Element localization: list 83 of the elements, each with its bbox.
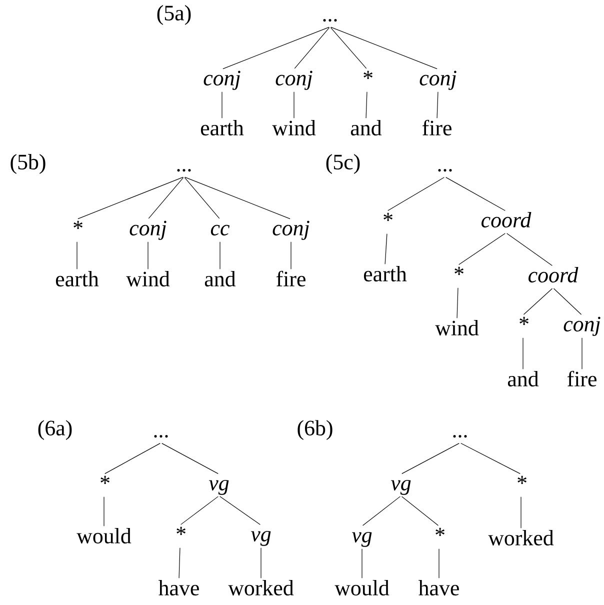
category-label: conj <box>276 70 312 90</box>
category-label: vg <box>250 530 271 546</box>
word: wind <box>435 320 479 336</box>
tree-branch <box>78 176 184 220</box>
example-number: (6a) <box>38 420 72 440</box>
word: wind <box>126 271 170 286</box>
tree-branch <box>294 27 330 69</box>
category-label: vg <box>390 480 411 495</box>
word: earth <box>364 266 407 282</box>
category-label: coord <box>528 267 578 282</box>
tree-branch <box>366 92 368 118</box>
category-label: conj <box>564 316 600 336</box>
category-label: * <box>518 476 526 484</box>
tree-branch <box>553 288 582 315</box>
tree-branch <box>180 496 218 525</box>
word: wind <box>272 120 316 136</box>
tree-branch <box>148 177 184 219</box>
example-number: (5a) <box>157 5 191 25</box>
tree-branch <box>184 177 220 219</box>
category-label: * <box>176 526 186 535</box>
category-label: conj <box>204 70 240 90</box>
category-label: conj <box>130 220 166 240</box>
tree-branch <box>384 234 388 264</box>
tree-branch <box>260 548 262 578</box>
tree-branch <box>362 496 401 526</box>
example-number: (5b) <box>10 154 46 174</box>
word: would <box>76 528 132 544</box>
tree-branch <box>388 177 444 211</box>
tree-branch <box>220 496 260 525</box>
category-label: * <box>454 266 464 275</box>
tree-branch <box>402 443 460 474</box>
category-label: * <box>384 212 392 221</box>
word: have <box>158 580 199 596</box>
root-label: ... <box>323 18 337 22</box>
word: fire <box>567 370 596 386</box>
category-label: * <box>364 70 372 79</box>
tree-branch <box>438 548 440 578</box>
word: and <box>350 120 382 136</box>
word: and <box>204 271 236 286</box>
word: and <box>508 371 539 386</box>
tree-branch <box>522 338 524 370</box>
tree-branch <box>456 288 458 318</box>
category-label: conj <box>272 220 310 240</box>
word: fire <box>422 120 452 136</box>
category-label: conj <box>420 70 456 90</box>
tree-branch <box>104 443 160 474</box>
category-label: * <box>100 476 110 484</box>
root-label: ... <box>154 434 168 438</box>
category-label: * <box>436 528 444 536</box>
word: have <box>418 580 459 596</box>
word: worked <box>488 530 554 546</box>
tree-branch <box>506 233 552 266</box>
tree-branch <box>523 288 553 315</box>
tree-branch <box>162 443 218 474</box>
word: earth <box>200 120 244 136</box>
category-label: cc <box>210 224 230 236</box>
root-label: ... <box>438 168 452 172</box>
word: would <box>334 580 390 596</box>
category-label: vg <box>352 532 372 547</box>
category-label: coord <box>482 212 532 228</box>
tree-branch <box>446 177 506 211</box>
category-label: * <box>520 316 528 325</box>
tree-branch <box>330 26 438 70</box>
tree-branch <box>178 548 180 578</box>
word: earth <box>56 271 99 286</box>
tree-branch <box>222 26 330 70</box>
tree-branch <box>290 242 292 270</box>
example-number: (6b) <box>298 420 332 440</box>
tree-branch <box>458 233 506 265</box>
root-label: ... <box>177 168 191 172</box>
category-label: vg <box>208 480 229 495</box>
tree-branch <box>520 496 522 528</box>
word: worked <box>228 580 294 596</box>
tree-branch <box>330 27 367 69</box>
category-label: * <box>74 220 82 229</box>
example-number: (5c) <box>326 154 360 174</box>
tree-branch <box>184 176 290 220</box>
tree-branch <box>401 496 439 526</box>
tree-branch <box>436 92 438 118</box>
root-label: ... <box>453 434 467 438</box>
tree-branch <box>76 242 78 270</box>
word: fire <box>276 270 306 286</box>
tree-branch <box>460 443 520 474</box>
